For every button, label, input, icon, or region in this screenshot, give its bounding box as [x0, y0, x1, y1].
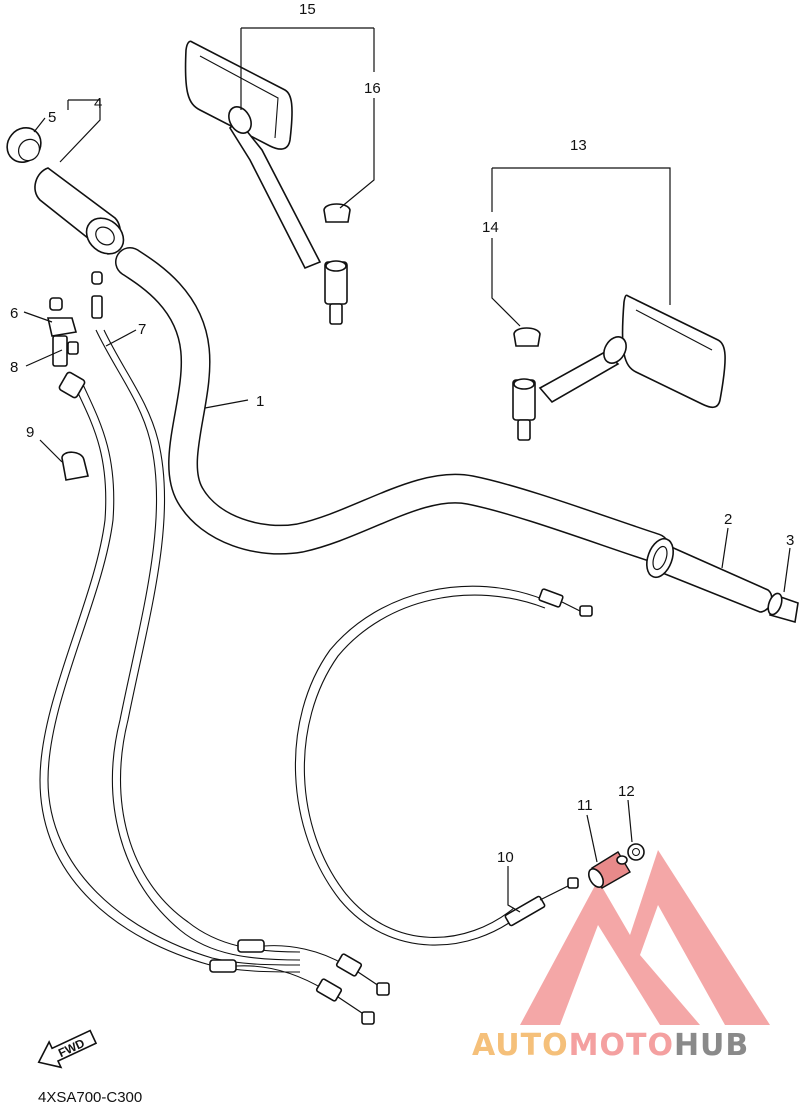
- diagram-code: 4XSA700-C300: [38, 1089, 142, 1106]
- callout-14: 14: [482, 219, 499, 236]
- fwd-arrow: FWD: [37, 1029, 98, 1069]
- callout-12: 12: [618, 783, 635, 800]
- small-parts-left: [47, 271, 103, 481]
- watermark-text: AUTOMOTOHUB: [472, 1028, 749, 1063]
- callout-8: 8: [10, 359, 18, 376]
- watermark-logo: [520, 850, 770, 1025]
- fwd-label: FWD: [56, 1036, 87, 1060]
- clutch-cable: [294, 585, 593, 946]
- grip-right: [646, 537, 799, 624]
- callout-5: 5: [48, 109, 56, 126]
- cable-adjuster: [587, 843, 645, 889]
- callout-11: 11: [577, 797, 593, 814]
- handlebar: [115, 247, 670, 563]
- grip-left: [6, 126, 125, 255]
- callout-10: 10: [497, 849, 514, 866]
- callout-16: 16: [364, 80, 381, 97]
- callout-9: 9: [26, 424, 34, 441]
- callouts: 1 2 3 4 5 6 7 8 9 10 11 12 13 14 15 16: [10, 1, 794, 866]
- callout-3: 3: [786, 532, 794, 549]
- watermark-text-moto: MOTO: [569, 1028, 674, 1063]
- watermark-text-hub: HUB: [674, 1028, 749, 1063]
- callout-6: 6: [10, 305, 18, 322]
- callout-15: 15: [299, 1, 316, 18]
- mirror-right: [512, 294, 726, 441]
- callout-7: 7: [138, 321, 146, 338]
- leader-lines: [23, 27, 791, 913]
- callout-2: 2: [724, 511, 732, 528]
- callout-13: 13: [570, 137, 587, 154]
- mirror-left: [184, 40, 351, 325]
- svg-text:AUTOMOTOHUB: AUTOMOTOHUB: [472, 1028, 749, 1063]
- throttle-cables: [39, 329, 390, 1025]
- callout-1: 1: [256, 393, 264, 410]
- watermark-text-auto: AUTO: [472, 1028, 569, 1063]
- callout-4: 4: [94, 95, 102, 112]
